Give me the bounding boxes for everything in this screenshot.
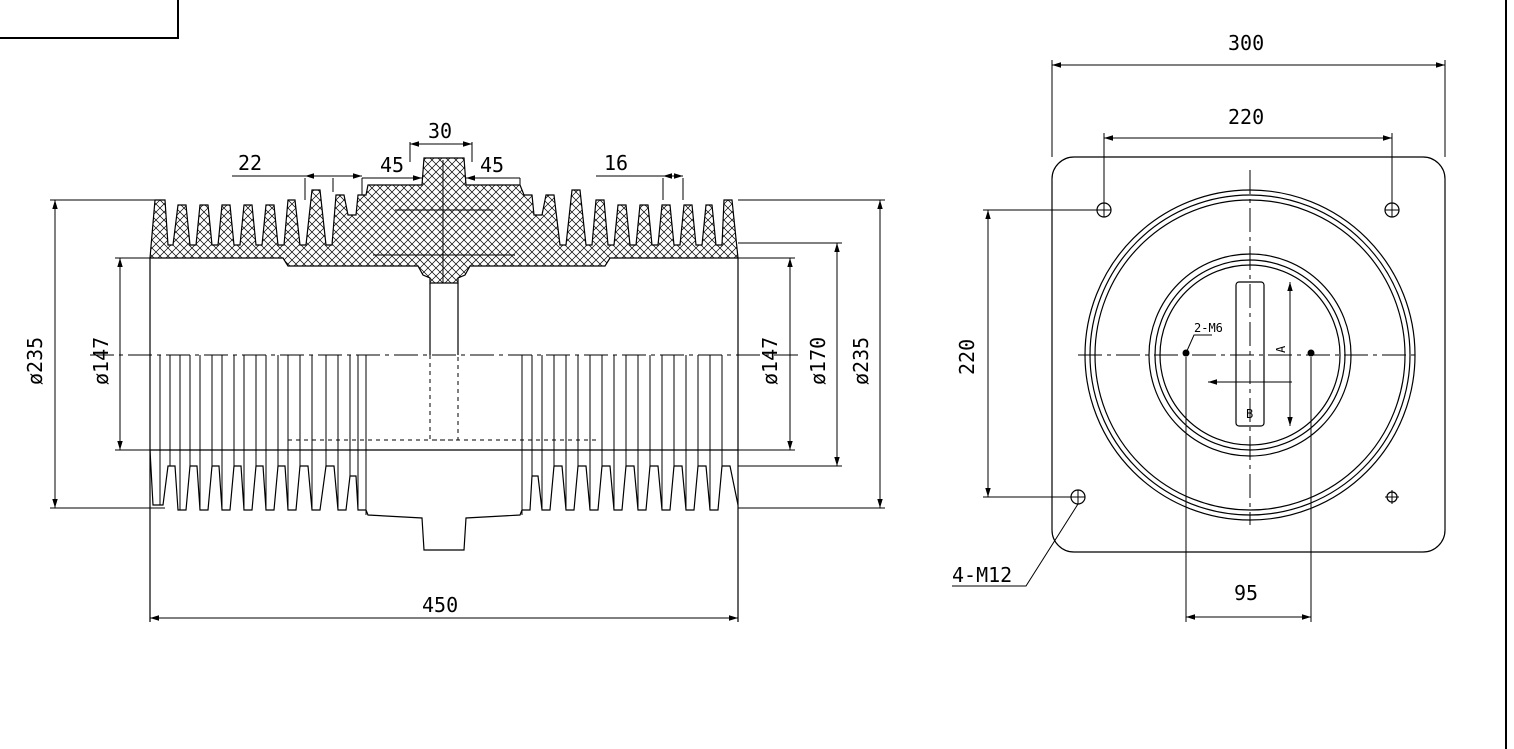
dim-terminal-spacing: 95 [1234,581,1258,605]
mounting-hole-bottom-right [1385,490,1399,504]
label-tapped-holes: 2-M6 [1194,321,1223,335]
dim-hole-spacing-y: 220 [955,339,979,375]
side-view: 22 45 30 45 16 ø235 ø147 ø147 ø170 ø235 … [23,119,885,622]
dim-right-inner-dia: ø147 [758,337,782,385]
dim-flange-width: 300 [1228,31,1264,55]
dim-fin-pitch: 22 [238,151,262,175]
dim-offset-right: 45 [480,153,504,177]
end-view: A B 2-M6 4-M12 300 220 220 95 [952,31,1446,622]
dim-offset-left: 45 [380,153,404,177]
flange-plate [1051,156,1446,553]
label-mounting-holes: 4-M12 [952,563,1012,587]
dim-right-outer-dia: ø235 [849,337,873,385]
label-section-b: B [1246,407,1253,421]
dim-total-length: 450 [422,593,458,617]
dim-left-outer-dia: ø235 [23,337,47,385]
dim-hole-spacing-x: 220 [1228,105,1264,129]
dim-left-inner-dia: ø147 [89,337,113,385]
dim-right-mid-dia: ø170 [806,337,830,385]
mounting-hole-top-right [1384,202,1400,218]
dim-fin-spacing: 16 [604,151,628,175]
label-section-a: A [1274,345,1288,353]
dim-top-width: 30 [428,119,452,143]
hatched-body-section [149,157,739,284]
mounting-hole-bottom-left [1070,489,1086,505]
mounting-hole-top-left [1096,202,1112,218]
